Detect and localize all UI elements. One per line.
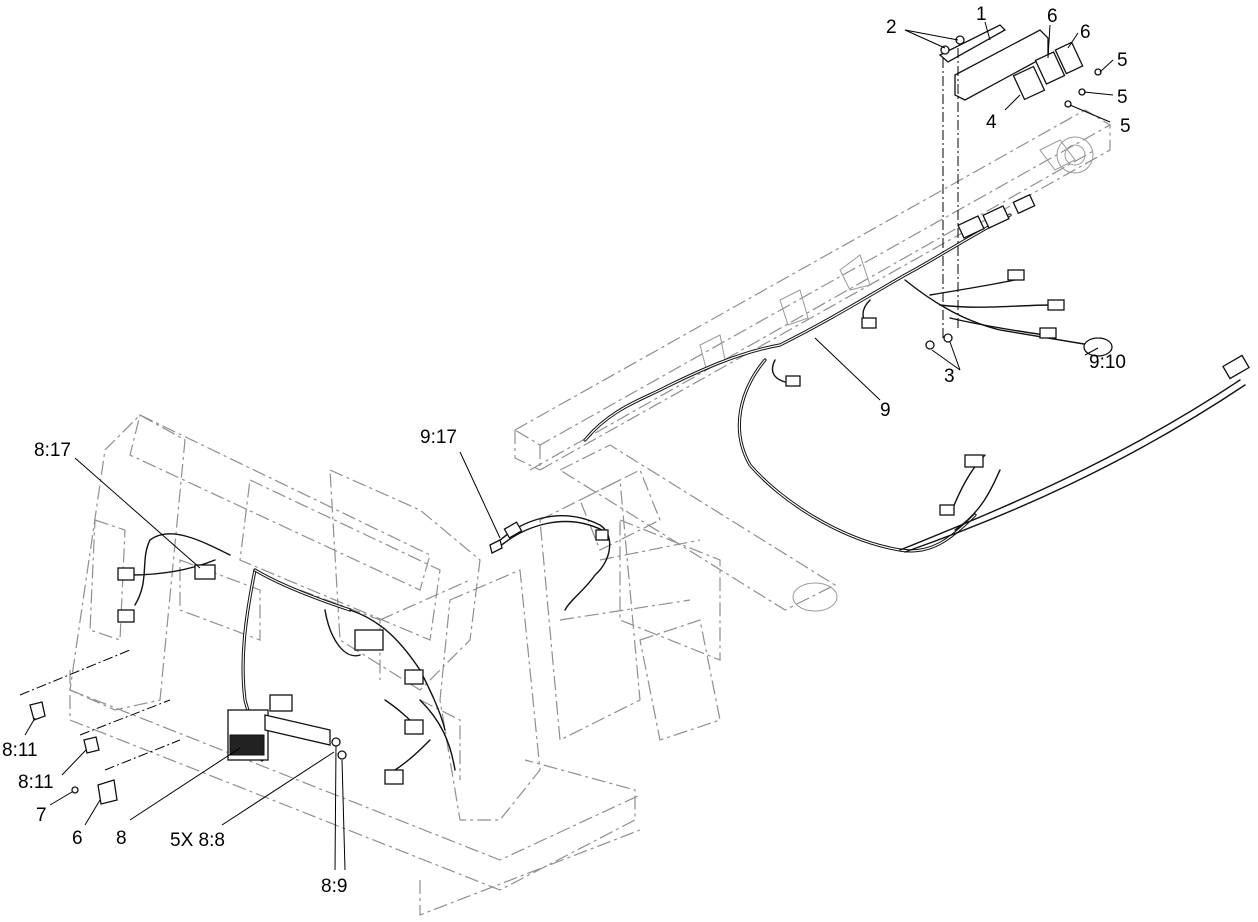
mounting-lines xyxy=(925,48,959,350)
callout-8: 8 xyxy=(116,828,127,849)
relay-bracket xyxy=(938,24,1102,108)
frame-rail xyxy=(513,109,1112,472)
callout-1: 1 xyxy=(976,4,987,25)
front-harness xyxy=(117,533,456,785)
callout-3: 3 xyxy=(944,366,955,387)
callout-5c: 5 xyxy=(1120,116,1131,137)
callout-6c: 6 xyxy=(72,828,83,849)
callout-6a: 6 xyxy=(1047,6,1058,27)
callout-8-17: 8:17 xyxy=(34,440,71,461)
front-frame xyxy=(69,414,641,916)
main-harness xyxy=(583,193,1250,553)
callout-8-11a: 8:11 xyxy=(2,740,38,761)
callout-2: 2 xyxy=(886,17,897,38)
loose-parts xyxy=(19,649,181,805)
callout-5x-8-8: 5X 8:8 xyxy=(170,830,225,851)
tube-frame xyxy=(539,444,838,741)
callout-8-11b: 8:11 xyxy=(18,772,54,793)
sub-harness-917 xyxy=(489,515,611,611)
callout-7: 7 xyxy=(36,805,47,826)
leader-lines xyxy=(24,21,1114,871)
callout-6b: 6 xyxy=(1080,22,1091,43)
callout-labels: 1 2 3 4 5 5 5 6 6 6 7 8 9 8:17 9:17 9:10… xyxy=(2,4,1131,897)
callout-8-9: 8:9 xyxy=(321,876,347,897)
callout-9-17: 9:17 xyxy=(420,427,457,448)
callout-4: 4 xyxy=(986,112,997,133)
callout-5b: 5 xyxy=(1117,87,1128,108)
callout-5a: 5 xyxy=(1117,50,1128,71)
callout-9-10: 9:10 xyxy=(1089,352,1126,373)
callout-9: 9 xyxy=(880,400,891,421)
